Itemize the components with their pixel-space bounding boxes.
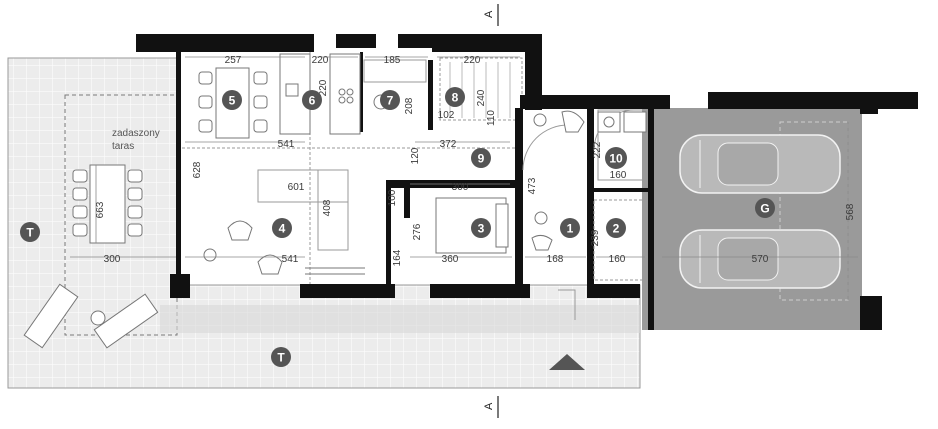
dimension-110: 110 <box>486 110 497 126</box>
room-marker-circle <box>20 222 40 242</box>
room-marker-label: T <box>26 226 34 240</box>
section-marker-top: A <box>483 4 499 26</box>
dimension-220: 220 <box>312 55 329 66</box>
room-marker-circle <box>605 147 627 169</box>
dimension-257: 257 <box>225 55 242 66</box>
dimension-220: 220 <box>318 79 329 96</box>
room-marker-circle <box>606 218 626 238</box>
room-marker-1: 1 <box>560 218 580 238</box>
room-marker-t: T <box>20 222 40 242</box>
dimension-360: 360 <box>442 254 459 265</box>
section-marker-bottom: A <box>483 396 499 418</box>
terrace <box>7 57 641 389</box>
room-marker-circle <box>560 218 580 238</box>
car-bottom <box>679 229 841 289</box>
dimension-276: 276 <box>412 223 423 240</box>
dimension-300: 300 <box>452 182 469 193</box>
living-room-furniture <box>203 220 365 275</box>
room-marker-label: 7 <box>387 94 394 108</box>
entrance-arrow-icon <box>549 354 585 370</box>
room-marker-9: 9 <box>471 148 491 168</box>
room-marker-label: 5 <box>229 94 236 108</box>
room-marker-3: 3 <box>471 218 491 238</box>
room-marker-circle <box>471 148 491 168</box>
room-marker-8: 8 <box>445 87 465 107</box>
room-marker-g: G <box>755 198 775 218</box>
walls <box>136 34 918 330</box>
room-marker-label: G <box>760 202 769 216</box>
dimension-601: 601 <box>288 182 305 193</box>
dimension-240: 240 <box>476 89 487 106</box>
dimension-372: 372 <box>440 139 457 150</box>
dimension-208: 208 <box>404 97 415 114</box>
room-marker-label: 1 <box>567 222 574 236</box>
dimension-300: 300 <box>104 254 121 265</box>
section-label-top: A <box>483 10 495 18</box>
dimension-102: 102 <box>438 110 455 121</box>
bed <box>435 197 509 254</box>
room-marker-circle <box>302 90 322 110</box>
dimension-628: 628 <box>192 161 203 178</box>
room-marker-label: 9 <box>478 152 485 166</box>
dimension-185: 185 <box>384 55 401 66</box>
dimension-239: 239 <box>590 229 601 246</box>
dimension-473: 473 <box>527 177 538 194</box>
room-marker-label: 3 <box>478 222 485 236</box>
dimension-164: 164 <box>392 249 403 266</box>
terrace-label-line2: taras <box>112 141 134 152</box>
room-markers: 5 6 7 8 9 10 4 3 1 2 G T T <box>20 87 775 367</box>
garage <box>642 108 862 330</box>
room-marker-circle <box>271 347 291 367</box>
dimension-541: 541 <box>282 254 299 265</box>
room-marker-circle <box>222 90 242 110</box>
dimension-408: 408 <box>322 199 333 216</box>
dimension-160: 160 <box>610 170 627 181</box>
dimension-663: 663 <box>95 201 106 218</box>
house-interior <box>180 52 642 284</box>
dimension-220: 220 <box>464 55 481 66</box>
dimension-568: 568 <box>845 203 856 220</box>
room-marker-circle <box>471 218 491 238</box>
room-marker-label: T <box>277 351 285 365</box>
room-marker-label: 6 <box>309 94 316 108</box>
room-marker-circle <box>445 87 465 107</box>
room-marker-5: 5 <box>222 90 242 110</box>
room-marker-7: 7 <box>380 90 400 110</box>
room-marker-circle <box>380 90 400 110</box>
dimension-120: 120 <box>410 147 421 164</box>
room-marker-10: 10 <box>605 147 627 169</box>
room-marker-label: 8 <box>452 91 459 105</box>
room-marker-6: 6 <box>302 90 322 110</box>
terrace-label-line1: zadaszony <box>112 128 160 139</box>
terrace-step <box>160 305 640 333</box>
sun-loungers <box>23 283 159 349</box>
room-marker-label: 10 <box>609 152 623 166</box>
room-marker-label: 4 <box>279 222 286 236</box>
dimension-222: 222 <box>592 141 603 158</box>
dimension-541: 541 <box>278 139 295 150</box>
room-marker-label: 2 <box>613 222 620 236</box>
section-label-bottom: A <box>483 402 495 410</box>
room-marker-circle <box>755 198 775 218</box>
room-marker-4: 4 <box>272 218 292 238</box>
room-marker-2: 2 <box>606 218 626 238</box>
dimension-100: 100 <box>387 189 398 206</box>
dimension-168: 168 <box>547 254 564 265</box>
car-top <box>679 134 841 194</box>
room-marker-circle <box>272 218 292 238</box>
dimension-160: 160 <box>609 254 626 265</box>
dimension-570: 570 <box>752 254 769 265</box>
room-marker-t: T <box>271 347 291 367</box>
